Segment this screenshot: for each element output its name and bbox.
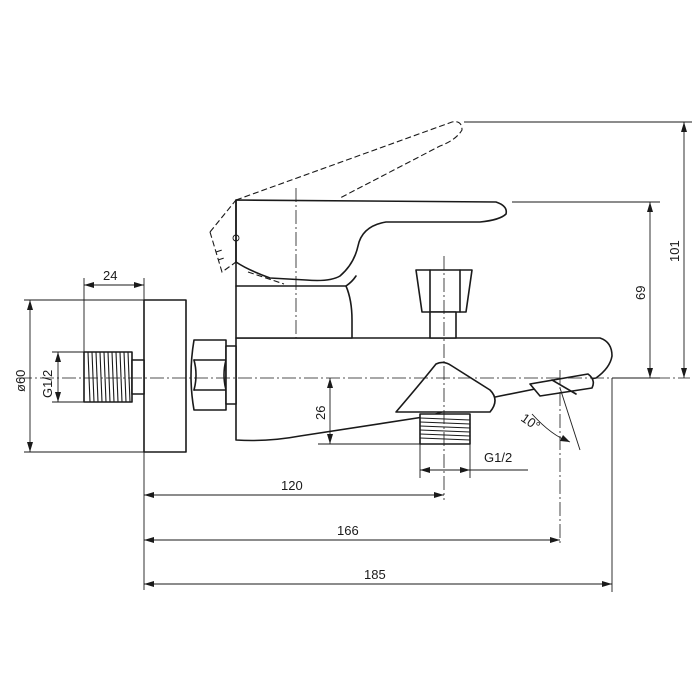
thread-line <box>419 437 471 441</box>
dimension-g12-left-label: G1/2 <box>40 370 55 398</box>
thread-line <box>419 417 471 421</box>
dimension-26-label: 26 <box>313 406 328 420</box>
thread-line <box>419 421 471 425</box>
wall-flange <box>143 299 187 453</box>
dimension-69: 69 <box>512 201 660 379</box>
dimension-24: 24 <box>83 268 145 352</box>
dimension-diameter-60: ø60 <box>13 299 144 453</box>
dimension-diameter-60-label: ø60 <box>13 370 28 392</box>
thread-line <box>127 351 131 403</box>
thread-line <box>99 351 103 403</box>
thread-line <box>419 425 471 429</box>
dimension-120-label: 120 <box>281 478 303 493</box>
thread-line <box>123 351 127 403</box>
thread-line <box>111 351 115 403</box>
dimension-101-label: 101 <box>667 240 682 262</box>
dimension-120: 120 <box>143 452 444 590</box>
thread-line <box>115 351 119 403</box>
thread-line <box>103 351 107 403</box>
thread-line <box>87 351 91 403</box>
thread-line <box>419 433 471 437</box>
lever-handle-open-position <box>209 121 463 285</box>
dimension-166-label: 166 <box>337 523 359 538</box>
dimension-angle-10-label: 10° <box>518 410 543 434</box>
thread-line <box>107 351 111 403</box>
lever-handle <box>235 199 508 287</box>
center-lines <box>18 188 690 545</box>
dimension-24-label: 24 <box>103 268 117 283</box>
dimension-g12-left: G1/2 <box>40 351 84 403</box>
dimension-69-label: 69 <box>633 286 648 300</box>
eccentric-connector <box>83 351 145 403</box>
dimension-185: 185 <box>144 378 613 592</box>
bottom-outlet <box>395 361 496 445</box>
dimension-166: 166 <box>144 523 560 543</box>
thread-line <box>119 351 123 403</box>
dimension-g12-bottom: G1/2 <box>419 444 528 478</box>
dimension-101: 101 <box>464 121 692 378</box>
dimension-angle-10: 10° <box>518 387 581 451</box>
thread-line <box>91 351 95 403</box>
dimension-26: 26 <box>313 378 420 445</box>
thread-line <box>419 429 471 433</box>
dimension-185-label: 185 <box>364 567 386 582</box>
hex-nut <box>190 339 237 411</box>
dimension-g12-bottom-label: G1/2 <box>484 450 512 465</box>
thread-line <box>95 351 99 403</box>
